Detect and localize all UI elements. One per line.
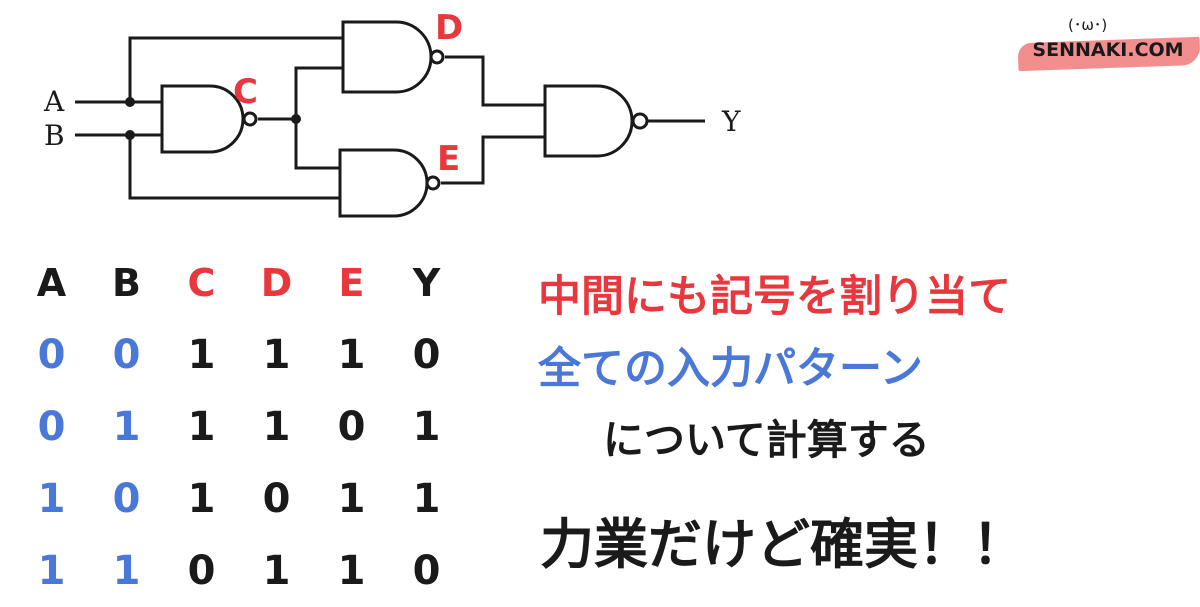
table-row: 1 0 1 0 1 1 (14, 463, 464, 535)
cell-c: 1 (187, 404, 216, 450)
header-e: E (338, 261, 365, 305)
table-row: 0 0 1 1 1 0 (14, 319, 464, 391)
input-label-a: A (43, 85, 65, 118)
cell-a: 0 (37, 404, 66, 450)
wire-d-to-y (445, 55, 545, 107)
cell-d: 0 (262, 476, 291, 522)
cell-y: 1 (412, 404, 441, 450)
cell-d: 1 (262, 332, 291, 378)
message-line-1: 中間にも記号を割り当て (538, 272, 1011, 322)
cell-d: 1 (262, 404, 291, 450)
gate-label-e: E (437, 139, 460, 179)
cell-y: 0 (412, 332, 441, 378)
nand-gate-d (341, 20, 433, 94)
message-line-2: 全ての入力パターン (538, 344, 923, 394)
cell-a: 1 (37, 548, 66, 594)
wire-e-to-y (441, 135, 545, 185)
cell-c: 1 (187, 476, 216, 522)
wire-c-to-e (294, 119, 340, 170)
cell-b: 0 (112, 332, 141, 378)
header-b: B (112, 261, 141, 305)
logic-circuit-diagram: A B Y C D E (43, 8, 741, 218)
header-c: C (187, 261, 216, 305)
header-d: D (260, 261, 293, 305)
input-label-b: B (44, 119, 65, 152)
gate-label-d: D (435, 8, 463, 48)
nand-gate-y (543, 84, 634, 158)
nand-bubble-c (242, 111, 258, 127)
header-a: A (36, 261, 67, 305)
truth-table-header: A B C D E Y (14, 247, 464, 319)
wire-c-to-d (294, 66, 343, 119)
wire-b-to-e (128, 135, 340, 200)
site-logo: SENNAKI.COM (1032, 39, 1184, 61)
cell-b: 1 (112, 404, 141, 450)
cell-e: 1 (337, 476, 366, 522)
nand-gate-c (160, 84, 245, 154)
output-label-y: Y (721, 105, 741, 138)
truth-table: A B C D E Y 0 0 1 1 1 0 0 1 1 1 0 1 1 0 … (14, 247, 464, 607)
wire-a-to-d (128, 36, 343, 102)
nand-bubble-e (425, 175, 441, 191)
junction-dot-b (125, 130, 135, 140)
cell-e: 0 (337, 404, 366, 450)
cell-a: 1 (37, 476, 66, 522)
cell-b: 0 (112, 476, 141, 522)
cell-y: 0 (412, 548, 441, 594)
cell-d: 1 (262, 548, 291, 594)
cell-c: 0 (187, 548, 216, 594)
header-y: Y (412, 261, 441, 305)
cell-y: 1 (412, 476, 441, 522)
gate-label-c: C (233, 72, 258, 112)
message-line-4: 力業だけど確実！！ (540, 513, 1026, 576)
table-row: 1 1 0 1 1 0 (14, 535, 464, 607)
nand-bubble-y (631, 112, 649, 130)
junction-dot-c (291, 114, 301, 124)
table-row: 0 1 1 1 0 1 (14, 391, 464, 463)
message-line-3: について計算する (603, 416, 930, 464)
cell-a: 0 (37, 332, 66, 378)
nand-gate-e (338, 148, 429, 218)
cell-b: 1 (112, 548, 141, 594)
junction-dot-a (125, 97, 135, 107)
nand-bubble-d (429, 49, 445, 65)
logo-face-mark: (･ω･) (1068, 16, 1108, 34)
cell-c: 1 (187, 332, 216, 378)
cell-e: 1 (337, 548, 366, 594)
cell-e: 1 (337, 332, 366, 378)
